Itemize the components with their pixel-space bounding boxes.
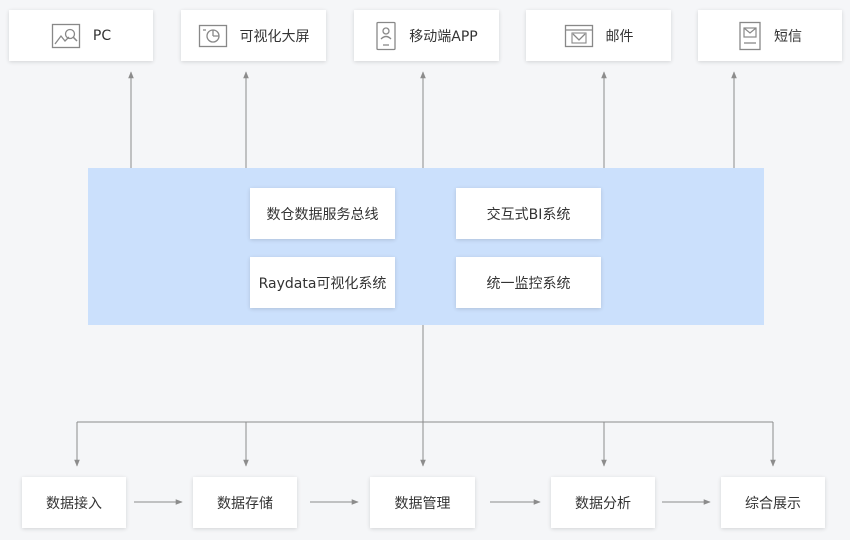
output-big-screen: 可视化大屏 — [181, 10, 326, 61]
output-mobile-app-label: 移动端APP — [409, 28, 478, 45]
image-search-icon — [51, 23, 81, 49]
system-raydata-visualization-label: Raydata可视化系统 — [258, 275, 387, 292]
service-layer-panel — [88, 168, 764, 325]
system-unified-monitoring: 统一监控系统 — [456, 257, 601, 308]
pipeline-management-label: 数据管理 — [394, 495, 451, 512]
system-interactive-bi: 交互式BI系统 — [456, 188, 601, 239]
system-data-service-bus-label: 数仓数据服务总线 — [266, 206, 379, 223]
system-unified-monitoring-label: 统一监控系统 — [486, 275, 571, 292]
message-icon — [738, 21, 762, 51]
output-pc-label: PC — [92, 27, 112, 44]
output-sms: 短信 — [698, 10, 842, 61]
output-mobile-app: 移动端APP — [354, 10, 499, 61]
mail-icon — [564, 24, 594, 48]
pipeline-management: 数据管理 — [370, 477, 475, 528]
pipeline-ingest-label: 数据接入 — [46, 495, 102, 512]
system-interactive-bi-label: 交互式BI系统 — [486, 206, 571, 223]
system-data-service-bus: 数仓数据服务总线 — [250, 188, 395, 239]
pipeline-analysis-label: 数据分析 — [575, 495, 631, 512]
output-pc: PC — [9, 10, 153, 61]
pipeline-storage-label: 数据存储 — [217, 495, 273, 512]
pipeline-display-label: 综合展示 — [745, 495, 801, 512]
pipeline-storage: 数据存储 — [193, 477, 297, 528]
output-sms-label: 短信 — [774, 28, 802, 45]
pipeline-display: 综合展示 — [721, 477, 825, 528]
mobile-phone-icon — [375, 21, 397, 51]
pie-chart-screen-icon — [198, 24, 228, 48]
output-mail: 邮件 — [526, 10, 671, 61]
output-big-screen-label: 可视化大屏 — [239, 28, 310, 45]
pipeline-ingest: 数据接入 — [22, 477, 126, 528]
output-mail-label: 邮件 — [605, 28, 634, 45]
pipeline-analysis: 数据分析 — [551, 477, 655, 528]
system-raydata-visualization: Raydata可视化系统 — [250, 257, 395, 308]
